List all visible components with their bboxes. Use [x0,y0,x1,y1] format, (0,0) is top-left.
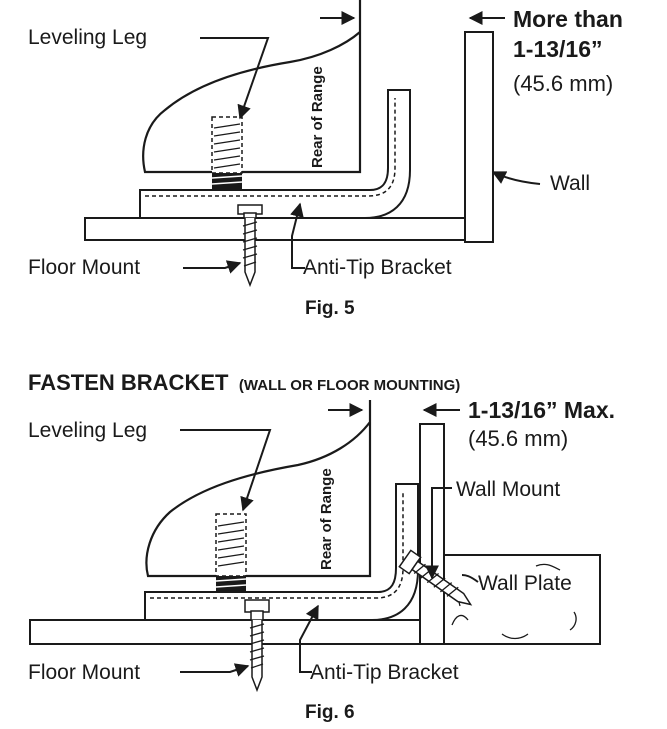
fig5-rear-of-range-label: Rear of Range [309,66,326,168]
fig5-anti-tip-pointer [290,202,305,269]
fig5-wall-label: Wall [550,172,590,195]
fig5-wall [464,31,494,243]
fig6-wall-plate-label: Wall Plate [478,572,572,595]
section-heading-main: FASTEN BRACKET [28,370,229,395]
fig5-leveling-leg [211,116,243,190]
section-heading: FASTEN BRACKET (WALL OR FLOOR MOUNTING) [28,370,460,395]
fig6-floor [29,619,446,645]
fig6-floor-mount-label: Floor Mount [28,661,140,684]
fig5-gap-metric: (45.6 mm) [513,71,613,96]
fig5-gap-line2: 1-13/16” [513,36,603,62]
fig6-caption: Fig. 6 [305,702,355,723]
fig6-wall-plate-grain [451,563,577,640]
fig6-wall-mount-label: Wall Mount [456,478,560,501]
fig5-leveling-leg-label: Leveling Leg [28,26,147,49]
fig6-anti-tip-pointer [299,604,319,673]
fig5-caption: Fig. 5 [305,298,355,319]
fig5-wall-pointer [491,171,541,185]
fig6-leveling-leg-label: Leveling Leg [28,419,147,442]
fig6-floor-screw [244,599,270,693]
fig5-floor-screw [237,204,263,288]
fig5-floor-mount-label: Floor Mount [28,256,140,279]
fig6-anti-tip-bracket-label: Anti-Tip Bracket [310,661,459,684]
fig6-gap-metric: (45.6 mm) [468,426,568,451]
fig6-range-body [145,400,372,578]
fig6-diagram: Leveling Leg Rear of Range 1-13/16” Max.… [28,397,615,723]
fig6-wall-plate [443,554,601,645]
fig6-wall-mount-pointer [425,487,452,580]
fig5-diagram: Leveling Leg Rear of Range Wall Floor Mo… [28,0,623,319]
fig6-floor-mount-pointer [180,663,250,677]
fig6-leveling-leg [215,513,247,592]
fig5-floor [84,217,466,241]
fig5-gap-line1: More than [513,6,623,32]
fig5-anti-tip-bracket [139,89,411,219]
fig6-gap-line1: 1-13/16” Max. [468,397,615,423]
fig5-floor-mount-pointer [183,260,242,274]
fig6-rear-of-range-label: Rear of Range [318,468,335,570]
fig5-anti-tip-bracket-label: Anti-Tip Bracket [303,256,452,279]
section-heading-sub: (WALL OR FLOOR MOUNTING) [239,377,460,394]
fig6-leveling-leg-pointer [180,429,272,512]
svg-text:FASTEN BRACKET (WALL OR: FASTEN BRACKET (WALL OR FLOOR MOUNTING) [28,370,460,395]
fig6-wall-plate-pointer [461,574,479,583]
fig6-bracket-inner-line [150,492,404,599]
fig5-leveling-leg-pointer [200,37,270,120]
fig5-bracket-inner-line [145,98,396,197]
